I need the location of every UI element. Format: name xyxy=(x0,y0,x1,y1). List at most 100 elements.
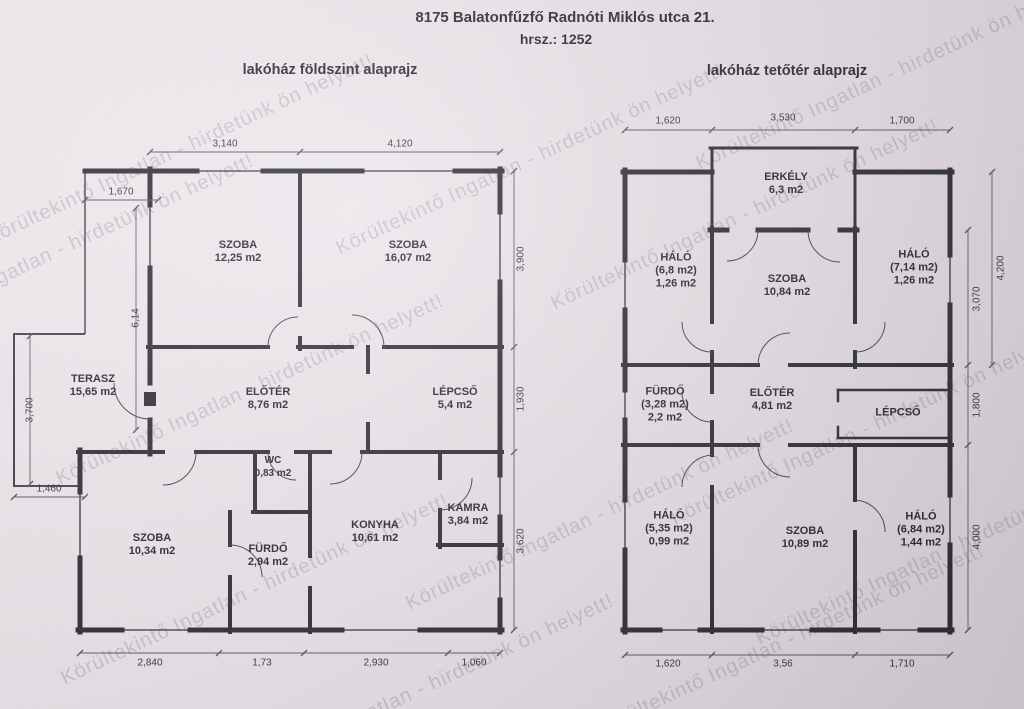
room-area: 5,4 m2 xyxy=(437,399,473,411)
room-gf-wc: WC 0,83 m2 xyxy=(255,454,292,480)
room-area: 10,61 m2 xyxy=(351,532,399,544)
room-area-2: 1,26 m2 xyxy=(893,274,935,287)
dim-gf-bottom-2: 1,73 xyxy=(252,657,272,669)
room-area: 12,25 m2 xyxy=(214,252,262,264)
dim-gf-left-height: 6,14 xyxy=(130,308,142,328)
room-gf-eloter: ELŐTÉR 8,76 m2 xyxy=(246,386,291,412)
room-name: HÁLÓ xyxy=(905,510,937,523)
dim-gf-top-right: 4,120 xyxy=(387,138,413,150)
dim-gf-bottom-1: 2,840 xyxy=(137,657,163,669)
dimension-lines xyxy=(14,129,993,656)
room-area: (7,14 m2) xyxy=(890,261,938,274)
room-at-szoba-bottom: SZOBA 10,89 m2 xyxy=(782,525,828,551)
room-name: SZOBA xyxy=(767,273,807,285)
room-name: SZOBA xyxy=(388,239,428,251)
document-address: 8175 Balatonfűzfő Radnóti Miklós utca 21… xyxy=(415,9,715,26)
room-gf-lepcso: LÉPCSŐ 5,4 m2 xyxy=(432,386,477,412)
room-area: 8,76 m2 xyxy=(247,399,289,411)
attic-stair-box xyxy=(836,388,952,440)
dim-gf-right-2: 1,930 xyxy=(515,386,527,412)
dim-at-right-3: 1,800 xyxy=(971,392,983,418)
room-area: (6,8 m2) xyxy=(655,264,697,277)
dim-at-bottom-3: 1,710 xyxy=(889,658,915,670)
room-at-halo-br: HÁLÓ (6,84 m2) 1,44 m2 xyxy=(897,511,945,550)
room-at-eloter: ELŐTÉR 4,81 m2 xyxy=(750,387,795,413)
room-area: 10,89 m2 xyxy=(781,538,829,550)
room-name: SZOBA xyxy=(132,532,172,544)
room-at-furdo: FÜRDŐ (3,28 m2) 2,2 m2 xyxy=(641,386,689,425)
room-name: TERASZ xyxy=(70,373,115,385)
room-at-szoba-top: SZOBA 10,84 m2 xyxy=(764,273,810,299)
dim-gf-terrace-width: 1,460 xyxy=(36,483,62,495)
room-name: LÉPCSŐ xyxy=(432,386,478,398)
attic-interior-walls xyxy=(621,226,954,634)
document-parcel-number: hrsz.: 1252 xyxy=(519,31,593,47)
dim-at-bottom-1: 1,620 xyxy=(655,658,681,670)
room-gf-kamra: KAMRA 3,84 m2 xyxy=(448,502,489,528)
dim-gf-bottom-3: 2,930 xyxy=(363,657,389,669)
room-gf-szoba-1: SZOBA 12,25 m2 xyxy=(215,239,261,265)
dim-at-top-3: 1,700 xyxy=(889,115,915,127)
ground-floor-door-arcs xyxy=(113,314,473,578)
room-area: 10,34 m2 xyxy=(128,545,176,557)
room-gf-konyha: KONYHA 10,61 m2 xyxy=(351,519,399,545)
dim-gf-top-left: 3,140 xyxy=(212,138,238,150)
room-area: 6,3 m2 xyxy=(768,184,804,196)
room-at-halo-bl: HÁLÓ (5,35 m2) 0,99 m2 xyxy=(645,510,693,549)
room-name: SZOBA xyxy=(785,525,825,537)
dim-at-right-1: 3,070 xyxy=(971,286,983,312)
room-area-2: 0,99 m2 xyxy=(648,535,690,548)
room-name: ELŐTÉR xyxy=(749,387,795,399)
room-name: HÁLÓ xyxy=(898,248,930,261)
dim-at-right-2: 4,200 xyxy=(995,255,1007,281)
room-area: (5,35 m2) xyxy=(645,522,693,535)
room-name: HÁLÓ xyxy=(653,509,685,522)
room-area-2: 1,26 m2 xyxy=(655,277,697,290)
room-name: KAMRA xyxy=(447,502,489,514)
dim-at-top-2: 3,530 xyxy=(770,112,796,124)
room-area: 4,81 m2 xyxy=(751,400,793,412)
room-area-2: 2,2 m2 xyxy=(647,411,683,424)
dim-gf-terrace-height: 3,700 xyxy=(24,397,36,423)
room-name: KONYHA xyxy=(351,519,399,531)
room-name: SZOBA xyxy=(218,239,258,251)
ground-floor-interior-walls xyxy=(76,169,504,634)
room-area: (3,28 m2) xyxy=(641,398,689,411)
room-gf-szoba-2: SZOBA 16,07 m2 xyxy=(385,239,431,265)
room-gf-terasz: TERASZ 15,65 m2 xyxy=(70,373,116,399)
room-name: LÉPCSŐ xyxy=(875,406,921,419)
dim-at-bottom-2: 3,56 xyxy=(773,658,793,670)
room-gf-szoba-3: SZOBA 10,34 m2 xyxy=(129,532,175,558)
room-name: ERKÉLY xyxy=(764,171,808,183)
dim-gf-right-1: 3,900 xyxy=(515,246,527,272)
room-area: 15,65 m2 xyxy=(69,386,117,398)
dimension-ticks xyxy=(10,126,996,659)
room-area: 2,94 m2 xyxy=(247,556,289,568)
room-name: FÜRDŐ xyxy=(645,385,685,398)
ground-floor-exterior-walls xyxy=(75,166,505,635)
ground-floor-title: lakóház földszint alaprajz xyxy=(242,62,418,78)
room-name: WC xyxy=(264,455,282,466)
dim-at-right-4: 4,000 xyxy=(971,524,983,550)
terrace-outline xyxy=(13,333,85,487)
attic-title: lakóház tetőtér alaprajz xyxy=(706,63,868,79)
attic-exterior-walls xyxy=(620,167,955,635)
room-name: ELŐTÉR xyxy=(245,386,291,398)
room-at-lepcso: LÉPCSŐ xyxy=(875,407,920,420)
room-name: FÜRDŐ xyxy=(248,543,288,555)
room-area: 10,84 m2 xyxy=(763,286,811,298)
dim-gf-stub: 1,670 xyxy=(108,186,134,198)
dim-gf-right-3: 3,620 xyxy=(515,528,527,554)
room-area: 0,83 m2 xyxy=(254,468,292,479)
room-at-halo-tr: HÁLÓ (7,14 m2) 1,26 m2 xyxy=(890,249,938,288)
room-name: HÁLÓ xyxy=(660,251,692,264)
dim-gf-bottom-4: 1,060 xyxy=(461,657,487,669)
room-at-halo-tl: HÁLÓ (6,8 m2) 1,26 m2 xyxy=(655,252,697,291)
attic-door-arcs xyxy=(681,229,886,533)
dim-at-top-1: 1,620 xyxy=(655,115,681,127)
room-area-2: 1,44 m2 xyxy=(900,536,942,549)
room-area: 16,07 m2 xyxy=(384,252,432,264)
attic-windows xyxy=(624,255,951,631)
